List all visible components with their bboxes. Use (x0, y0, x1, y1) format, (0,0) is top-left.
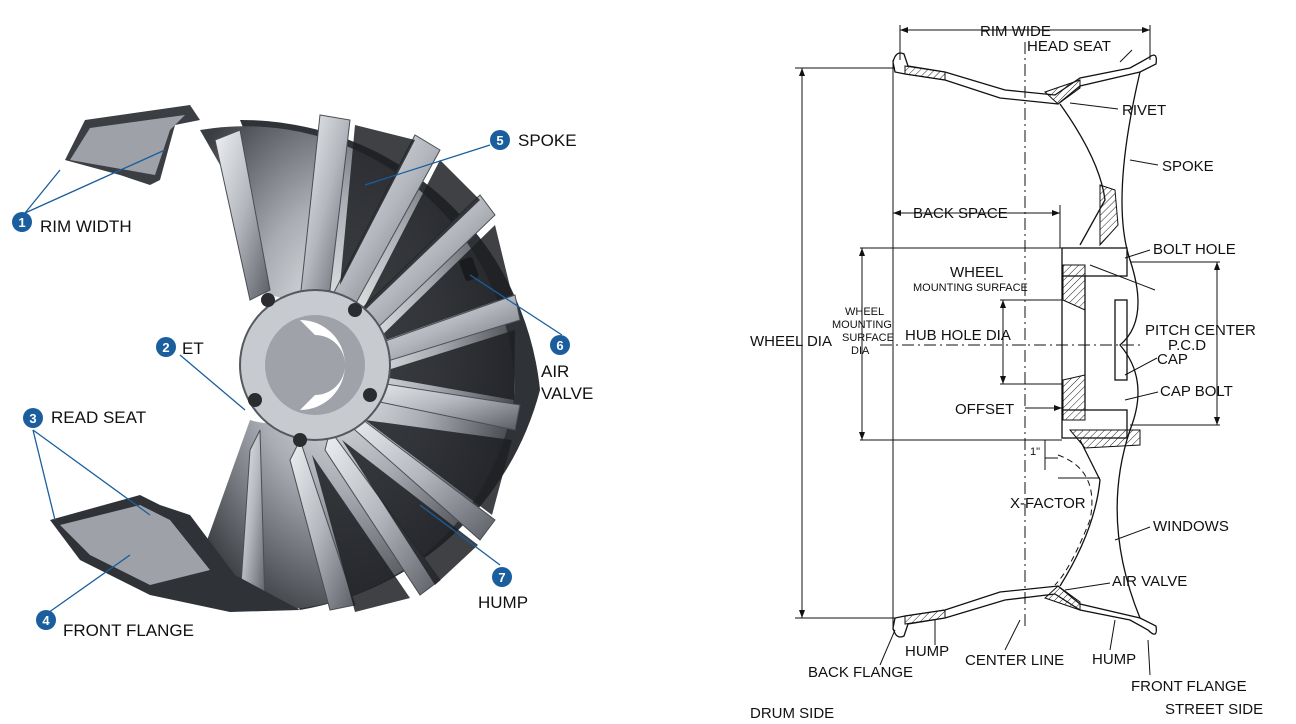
callout-et: 2 ET (156, 337, 204, 358)
svg-text:MOUNTING SURFACE: MOUNTING SURFACE (913, 282, 1028, 294)
svg-text:3: 3 (29, 411, 36, 426)
svg-text:MOUNTING: MOUNTING (832, 319, 892, 331)
svg-text:CAP BOLT: CAP BOLT (1160, 383, 1233, 400)
callout-air-valve: 6 AIR VALVE (541, 335, 593, 403)
svg-text:ET: ET (182, 339, 204, 358)
svg-text:PITCH CENTER: PITCH CENTER (1145, 322, 1256, 339)
svg-text:FRONT FLANGE: FRONT FLANGE (63, 621, 194, 640)
svg-text:X-FACTOR: X-FACTOR (1010, 495, 1086, 512)
svg-text:HUB HOLE DIA: HUB HOLE DIA (905, 327, 1011, 344)
svg-text:CENTER LINE: CENTER LINE (965, 652, 1064, 669)
svg-text:STREET SIDE: STREET SIDE (1165, 701, 1263, 718)
svg-text:2: 2 (162, 340, 169, 355)
arrowheads (799, 27, 1220, 618)
section-hatching (904, 65, 1141, 625)
right-labels: RIM WIDE HEAD SEAT RIVET SPOKE BACK SPAC… (750, 23, 1263, 722)
callout-read-seat: 3 READ SEAT (23, 408, 146, 428)
left-leader-lines (24, 144, 563, 616)
svg-text:HUMP: HUMP (1092, 651, 1136, 668)
callout-hump: 7 HUMP (478, 567, 528, 612)
wheel-photo-illustration (50, 105, 540, 612)
svg-text:BACK SPACE: BACK SPACE (913, 205, 1008, 222)
svg-text:VALVE: VALVE (541, 384, 593, 403)
svg-text:BOLT HOLE: BOLT HOLE (1153, 241, 1236, 258)
svg-text:4: 4 (42, 613, 50, 628)
svg-text:RIM WIDTH: RIM WIDTH (40, 217, 132, 236)
svg-text:SURFACE: SURFACE (842, 332, 894, 344)
svg-text:HEAD SEAT: HEAD SEAT (1027, 38, 1111, 55)
callout-front-flange: 4 FRONT FLANGE (36, 610, 194, 640)
svg-text:P.C.D: P.C.D (1168, 337, 1206, 354)
svg-text:5: 5 (496, 133, 503, 148)
svg-text:HUMP: HUMP (905, 643, 949, 660)
svg-text:RIM WIDE: RIM WIDE (980, 23, 1051, 40)
svg-text:SPOKE: SPOKE (1162, 158, 1214, 175)
svg-text:SPOKE: SPOKE (518, 131, 577, 150)
dimension-lines (795, 25, 1220, 676)
svg-text:DRUM SIDE: DRUM SIDE (750, 705, 834, 722)
svg-text:1": 1" (1030, 446, 1040, 458)
svg-text:WINDOWS: WINDOWS (1153, 518, 1229, 535)
svg-text:WHEEL: WHEEL (950, 264, 1003, 281)
svg-text:7: 7 (498, 570, 505, 585)
svg-text:FRONT FLANGE: FRONT FLANGE (1131, 678, 1247, 695)
svg-text:AIR: AIR (541, 362, 569, 381)
svg-text:1: 1 (18, 215, 25, 230)
svg-text:BACK FLANGE: BACK FLANGE (808, 664, 913, 681)
svg-text:HUMP: HUMP (478, 593, 528, 612)
svg-text:WHEEL DIA: WHEEL DIA (750, 333, 832, 350)
svg-text:DIA: DIA (851, 345, 870, 357)
svg-text:RIVET: RIVET (1122, 102, 1166, 119)
callout-rim-width: 1 RIM WIDTH (12, 212, 132, 236)
svg-text:CAP: CAP (1157, 351, 1188, 368)
svg-text:READ SEAT: READ SEAT (51, 408, 146, 427)
svg-text:WHEEL: WHEEL (845, 306, 884, 318)
svg-text:6: 6 (556, 338, 563, 353)
callout-spoke: 5 SPOKE (490, 130, 577, 150)
svg-text:OFFSET: OFFSET (955, 401, 1014, 418)
svg-text:AIR VALVE: AIR VALVE (1112, 573, 1187, 590)
